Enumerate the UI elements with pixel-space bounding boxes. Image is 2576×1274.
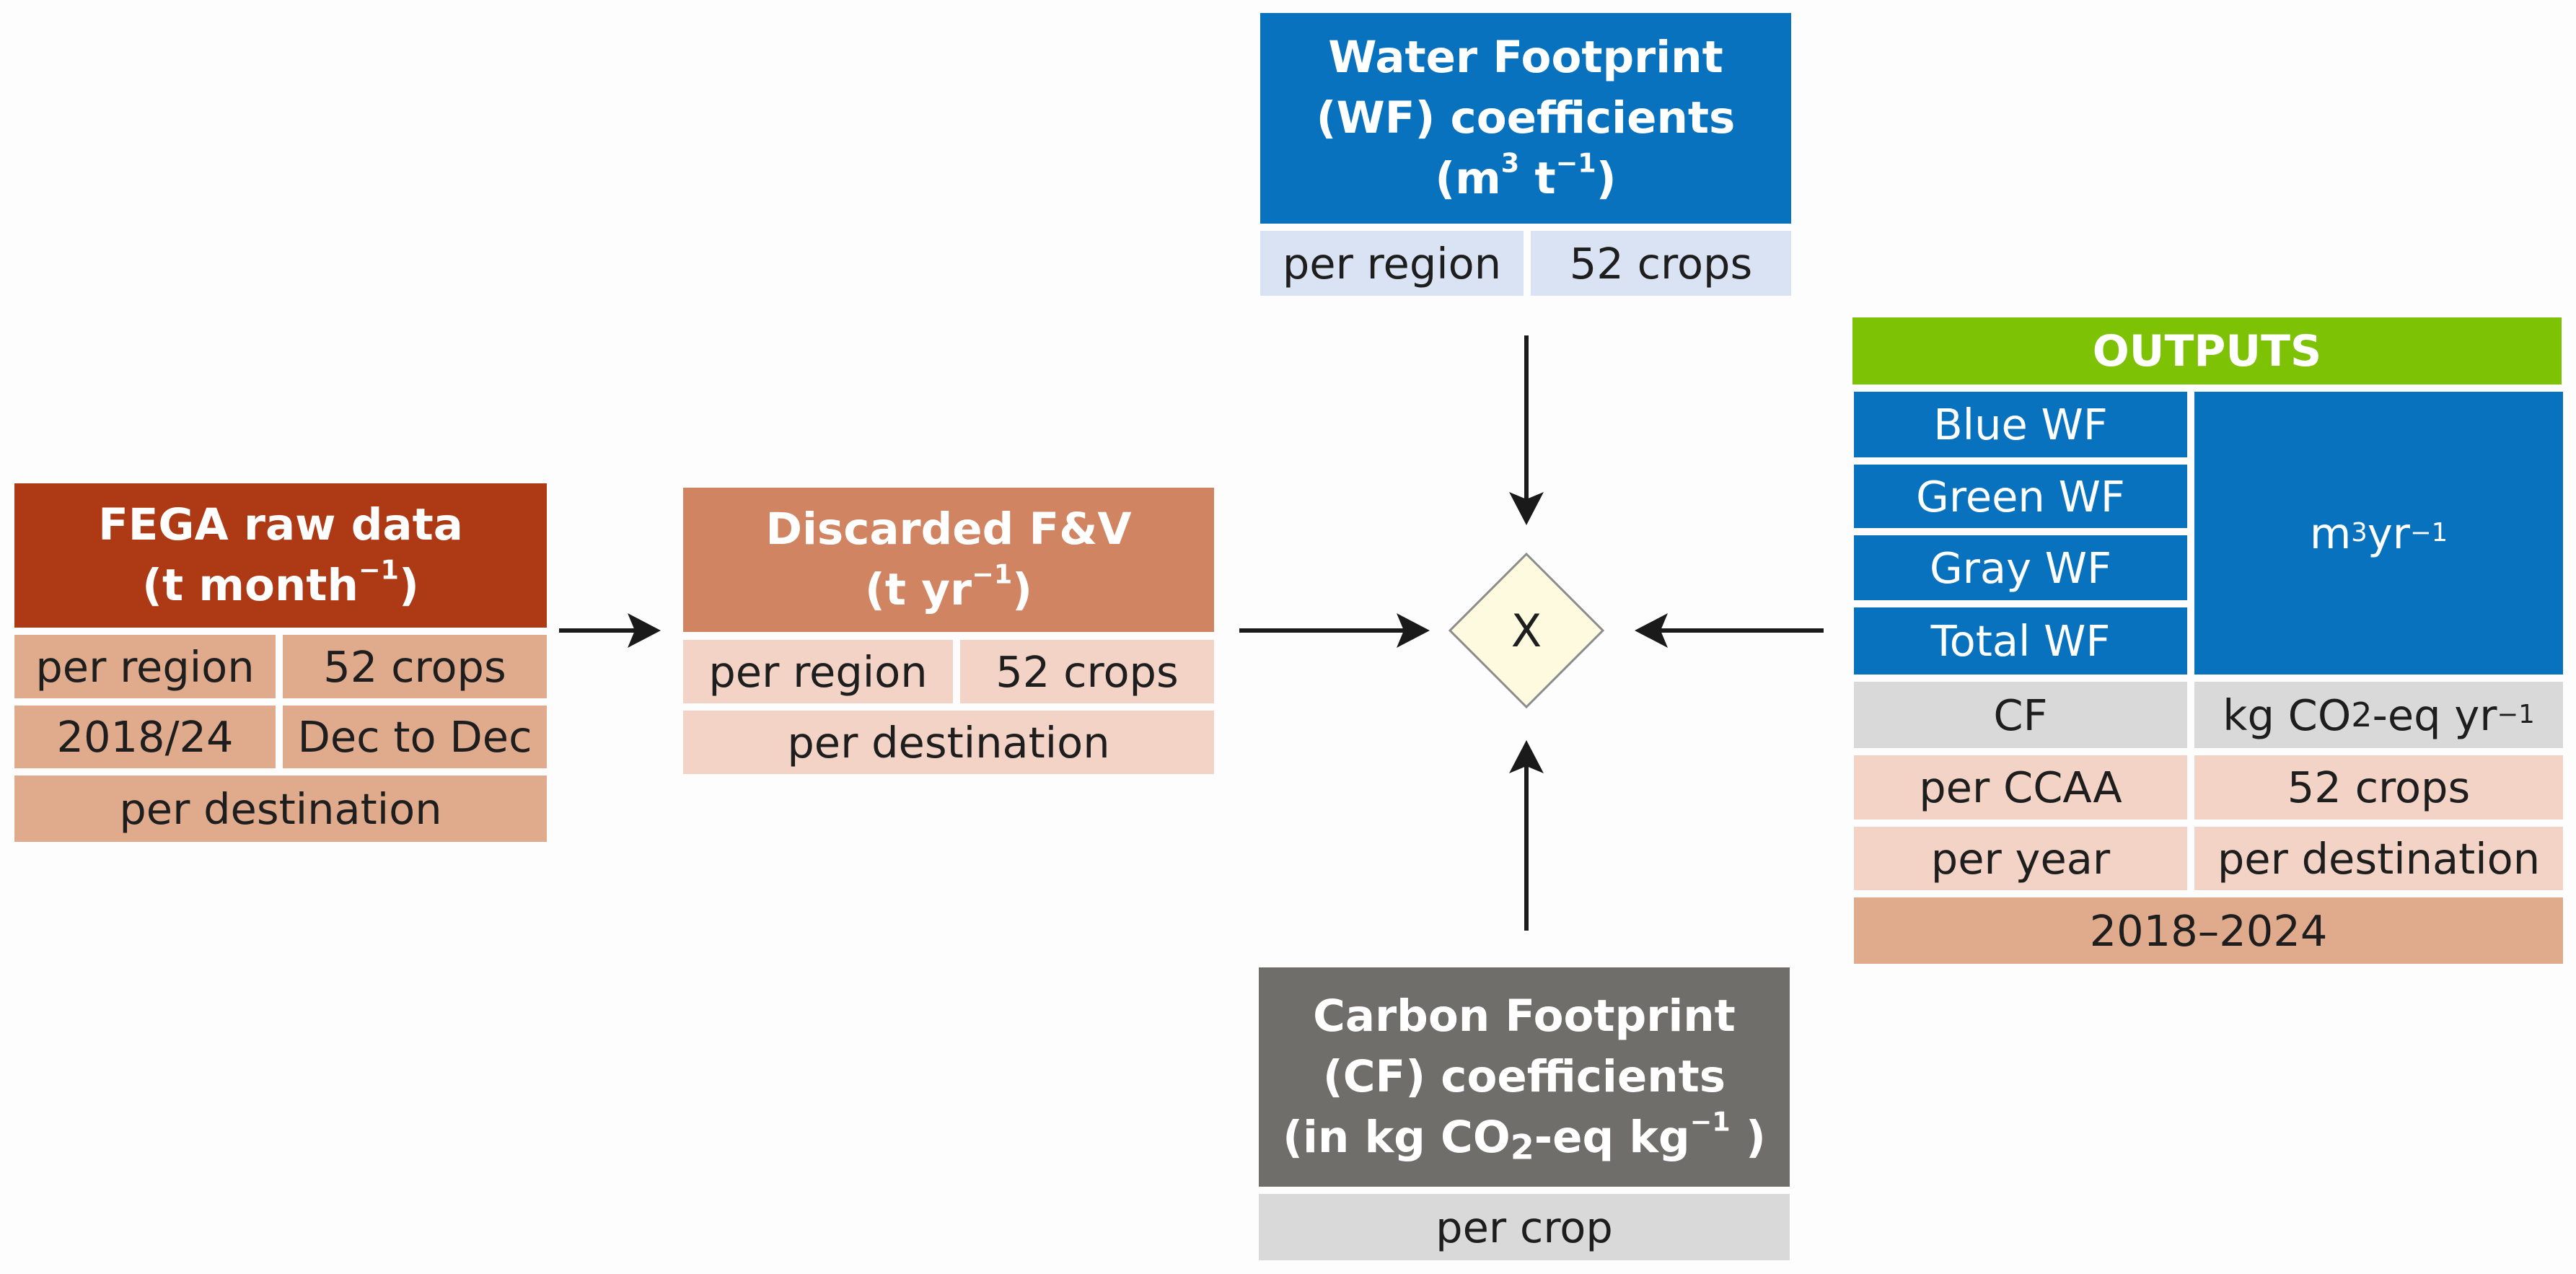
discarded-cell-crops: 52 crops [960,640,1214,703]
carbon-title-box: Carbon Footprint (CF) coefficients (in k… [1259,967,1790,1187]
discarded-title-box: Discarded F&V (t yr−1) [683,488,1214,632]
discarded-title-line1: Discarded F&V [765,503,1132,555]
carbon-title-line2: (CF) coefficients [1322,1050,1726,1102]
fega-title-line1: FEGA raw data [98,498,463,550]
discarded-title-line2: (t yr−1) [864,558,1033,615]
arrowhead-water [1509,492,1544,525]
outputs-header: OUTPUTS [1852,317,2562,385]
water-title-line2: (WF) coefficients [1316,92,1736,144]
output-cell-year: per year [1854,827,2187,890]
carbon-title-line3: (in kg CO2-eq kg−1 ) [1283,1106,1766,1168]
fega-cell-years: 2018/24 [14,706,276,768]
arrowhead-carbon [1509,740,1544,773]
fega-cell-region: per region [14,635,276,698]
output-cf-label: CF [1854,682,2187,748]
output-total-wf: Total WF [1854,607,2187,675]
arrowhead-fega [628,613,661,648]
output-blue-wf: Blue WF [1854,392,2187,457]
arrowhead-discarded [1397,613,1430,648]
water-title-box: Water Footprint (WF) coefficients (m3 t−… [1260,13,1791,224]
fega-title-box: FEGA raw data (t month−1) [14,483,547,628]
discarded-cell-region: per region [683,640,953,703]
fega-title-line2: (t month−1) [142,554,419,611]
operator-diamond [1448,552,1605,709]
fega-cell-period: Dec to Dec [283,706,547,768]
output-cell-ccaa: per CCAA [1854,755,2187,820]
output-cell-destination: per destination [2194,827,2563,890]
fega-cell-crops: 52 crops [283,635,547,698]
discarded-cell-destination: per destination [683,711,1214,774]
water-cell-crops: 52 crops [1531,231,1791,296]
arrowhead-outputs [1635,613,1668,648]
output-gray-wf: Gray WF [1854,535,2187,600]
output-cell-crops: 52 crops [2194,755,2563,820]
water-title-line1: Water Footprint [1328,31,1723,83]
operator-label: X [1511,604,1542,657]
carbon-cell-crop: per crop [1259,1194,1790,1260]
output-years: 2018–2024 [1854,897,2563,964]
water-cell-region: per region [1260,231,1524,296]
carbon-title-line1: Carbon Footprint [1313,990,1736,1042]
fega-cell-destination: per destination [14,776,547,842]
output-green-wf: Green WF [1854,465,2187,528]
water-title-line3: (m3 t−1) [1435,147,1617,205]
